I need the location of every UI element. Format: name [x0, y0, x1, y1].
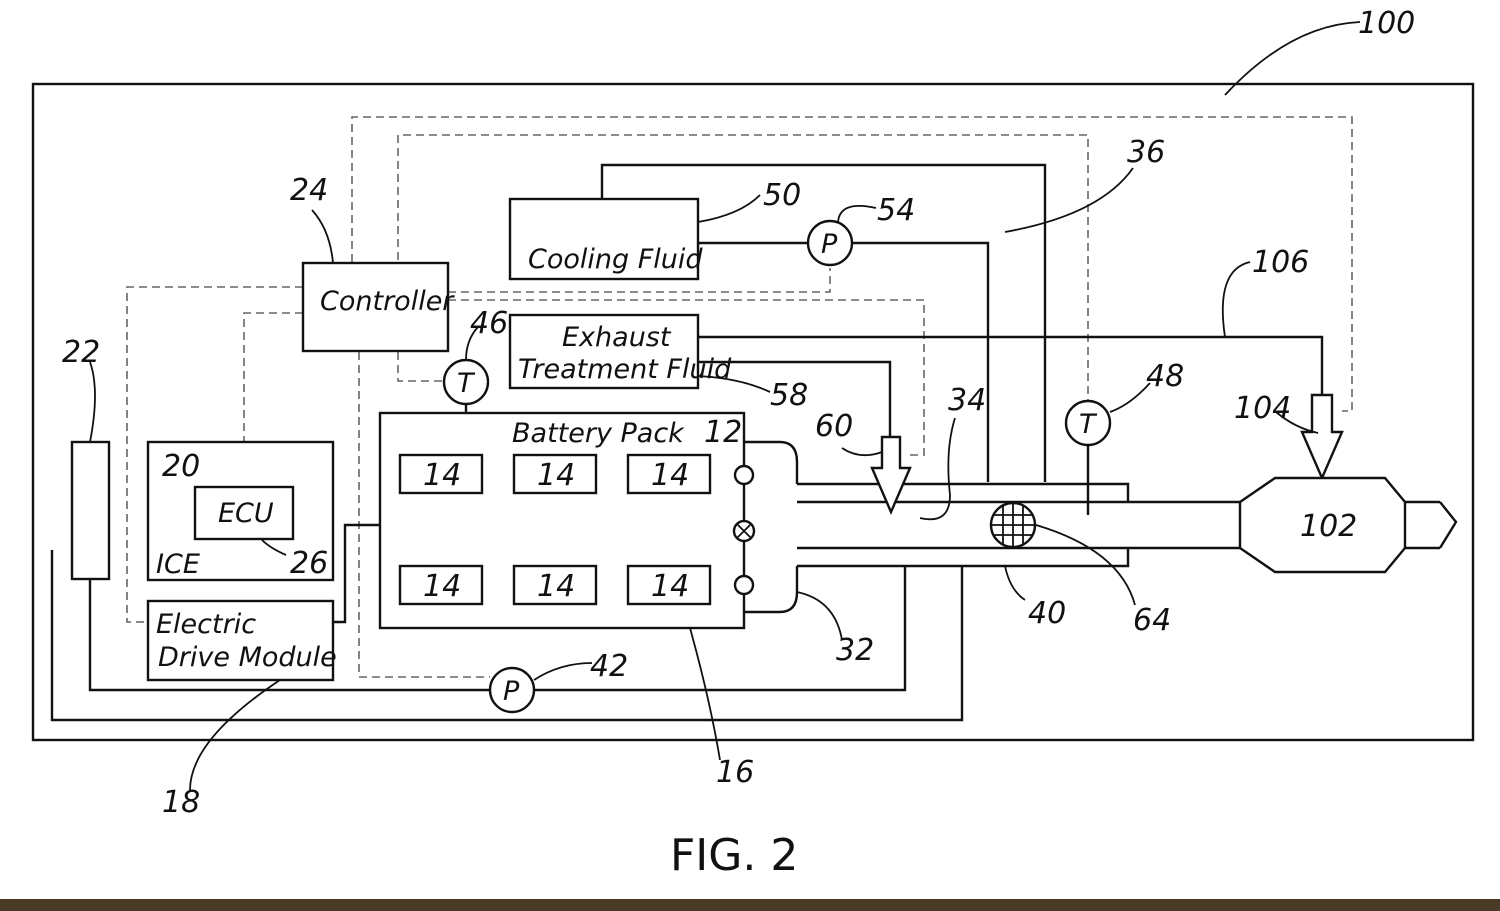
ref-50: 50	[763, 178, 801, 213]
ref-26: 26	[290, 546, 328, 581]
ref-58: 58	[770, 378, 808, 413]
leader-lines	[89, 21, 1361, 791]
pump-54	[806, 219, 854, 267]
ref-12: 12	[704, 415, 742, 450]
cell-2	[512, 453, 598, 495]
control-lines	[126, 116, 1353, 678]
cooling-fluid-box	[508, 197, 700, 281]
ref-40: 40	[1028, 596, 1066, 631]
ice-label: ICE	[156, 549, 200, 580]
exhaust-fluid-box	[508, 313, 700, 390]
cell-2-label: 14	[537, 458, 575, 493]
ref-60: 60	[815, 409, 853, 444]
system-boundary	[31, 82, 1475, 742]
pump-54-symbol: P	[821, 229, 838, 260]
temp-sensor-48	[1064, 399, 1112, 447]
ref-20: 20	[162, 449, 200, 484]
exhaust-fluid-label-1: Exhaust	[562, 322, 672, 353]
edm-label-2: Drive Module	[158, 642, 337, 673]
ref-42: 42	[590, 649, 628, 684]
catalyst-102	[1238, 476, 1407, 574]
ref-34: 34	[948, 383, 986, 418]
cell-1	[398, 453, 484, 495]
controller-label: Controller	[320, 286, 455, 317]
cell-1-label: 14	[423, 458, 461, 493]
pump-42	[488, 666, 536, 714]
figure-caption: FIG. 2	[670, 830, 798, 881]
cell-6	[626, 564, 712, 606]
battery-port-bottom	[733, 574, 755, 596]
edm-label-1: Electric	[156, 609, 256, 640]
ref-106: 106	[1252, 245, 1309, 280]
mesh-element-icon	[989, 501, 1037, 549]
battery-pack-label: Battery Pack	[512, 418, 685, 449]
ref-18: 18	[162, 785, 200, 820]
cell-5-label: 14	[537, 569, 575, 604]
injector-arrow-104	[1300, 393, 1344, 482]
ref-46: 46	[470, 306, 508, 341]
cell-3-label: 14	[651, 458, 689, 493]
battery-valve-icon	[732, 519, 756, 543]
battery-port-top	[733, 464, 755, 486]
cooling-fluid-label: Cooling Fluid	[528, 244, 703, 275]
ref-48: 48	[1146, 359, 1184, 394]
cell-5	[512, 564, 598, 606]
edm-box	[146, 599, 335, 682]
exhaust-fluid-label-2: Treatment Fluid	[518, 354, 732, 385]
ref-104: 104	[1234, 391, 1291, 426]
cell-6-label: 14	[651, 569, 689, 604]
cell-3	[626, 453, 712, 495]
temp-sensor-48-symbol: T	[1079, 409, 1098, 440]
ref-16: 16	[716, 755, 754, 790]
battery-cells: 14 14 14 14 14 14	[398, 453, 712, 606]
cell-4-label: 14	[423, 569, 461, 604]
pump-42-symbol: P	[503, 676, 520, 707]
ref-36: 36	[1127, 135, 1165, 170]
temp-sensor-46-symbol: T	[457, 368, 476, 399]
ref-22: 22	[62, 335, 100, 370]
component-22-box	[70, 440, 111, 581]
bottom-strip	[0, 899, 1500, 911]
ref-32: 32	[836, 633, 874, 668]
ecu-label: ECU	[218, 498, 274, 529]
ref-24: 24	[290, 173, 328, 208]
cell-4	[398, 564, 484, 606]
ref-102: 102	[1300, 509, 1357, 544]
ref-100: 100	[1358, 6, 1415, 41]
ref-64: 64	[1133, 603, 1171, 638]
ecu-box	[193, 485, 295, 541]
ref-54: 54	[877, 193, 915, 228]
reference-numerals: 100 36 50 54 24 106 46 22 48 58 34 104 6…	[62, 6, 1415, 820]
injector-arrow-60	[870, 435, 912, 516]
controller-box	[301, 261, 450, 353]
